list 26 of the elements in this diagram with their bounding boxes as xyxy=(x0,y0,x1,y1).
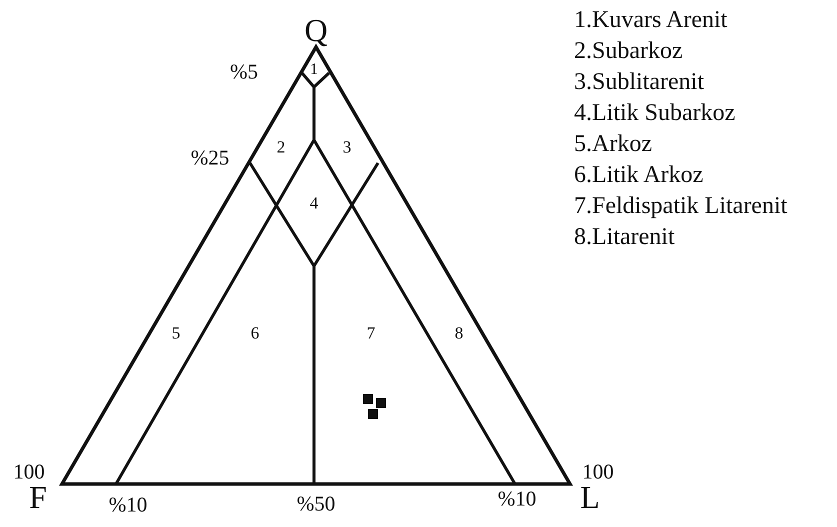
field-number: 8 xyxy=(454,324,464,342)
vertex-label: Q xyxy=(304,14,328,46)
field-number: 4 xyxy=(310,194,318,212)
percent-label: %25 xyxy=(190,148,230,168)
vertex-label: F xyxy=(29,481,47,513)
key-entry: 7.Feldispatik Litarenit xyxy=(574,194,788,219)
key-entry: 6.Litik Arkoz xyxy=(574,163,704,188)
field-number: 5 xyxy=(172,324,180,342)
percent-label: %5 xyxy=(230,62,258,82)
percent-label: 1 xyxy=(310,62,318,78)
field-number: 7 xyxy=(366,324,376,342)
percent-label: %10 xyxy=(498,488,536,510)
key-entry: 5.Arkoz xyxy=(574,132,653,157)
key-entry: 1.Kuvars Arenit xyxy=(574,8,728,33)
key-entry: 4.Litik Subarkoz xyxy=(574,101,736,126)
percent-label: %50 xyxy=(296,494,336,514)
percent-label: 100 xyxy=(582,462,614,482)
key-entry: 2.Subarkoz xyxy=(574,39,684,64)
key-entry: 8.Litarenit xyxy=(574,225,676,250)
percent-label: %10 xyxy=(108,494,148,516)
field-number: 2 xyxy=(276,138,286,156)
key-entry: 3.Sublitarenit xyxy=(574,70,705,95)
vertex-label: L xyxy=(580,481,600,513)
field-number: 3 xyxy=(342,138,352,156)
field-number: 6 xyxy=(250,324,260,342)
percent-label: 100 xyxy=(13,462,45,482)
